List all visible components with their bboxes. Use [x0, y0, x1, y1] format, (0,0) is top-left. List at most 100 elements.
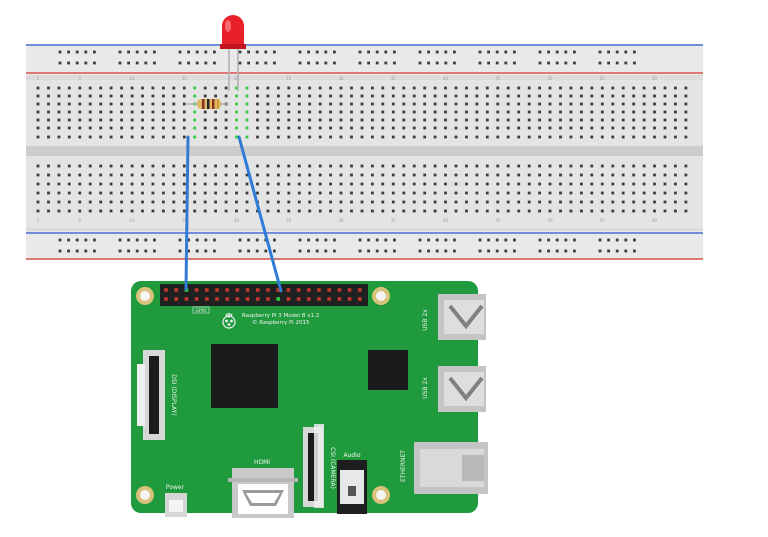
breadboard-hole [506, 209, 510, 213]
breadboard-column-number: 45 [495, 218, 501, 223]
breadboard-hole [615, 61, 619, 65]
breadboard-hole [607, 238, 610, 242]
breadboard-hole [371, 94, 374, 98]
breadboard-hole [621, 94, 625, 98]
breadboard-hole [600, 110, 604, 114]
breadboard-hole [36, 110, 40, 114]
breadboard-hole [109, 173, 113, 177]
breadboard-hole [454, 86, 458, 90]
breadboard-hole [172, 191, 176, 195]
breadboard-hole [375, 61, 379, 65]
breadboard-hole [255, 61, 259, 65]
breadboard-hole [504, 61, 508, 65]
audio-label: Audio [343, 452, 360, 459]
breadboard-hole [433, 110, 437, 114]
breadboard-hole [245, 200, 249, 204]
breadboard-hole [67, 173, 71, 177]
mounting-hole-icon [372, 287, 390, 305]
hdmi-port [228, 468, 298, 518]
breadboard-hole [277, 182, 280, 186]
breadboard-hole [590, 164, 594, 168]
breadboard-hole [36, 126, 40, 130]
breadboard-hole [78, 164, 82, 168]
breadboard-hole [203, 94, 207, 98]
breadboard-hole [653, 110, 656, 114]
breadboard-hole [78, 135, 82, 139]
breadboard-hole [195, 238, 199, 242]
breadboard-hole [182, 94, 186, 98]
usb-label-1: USB 2x [422, 309, 429, 331]
breadboard-hole [162, 164, 165, 168]
breadboard-hole [120, 135, 123, 139]
gpio-pin [358, 297, 362, 301]
breadboard-hole [548, 209, 552, 213]
gpio-pin [174, 297, 178, 301]
breadboard-hole [193, 182, 197, 186]
breadboard-hole [642, 209, 646, 213]
breadboard-hole [444, 126, 447, 130]
breadboard-hole [67, 200, 71, 204]
gpio-pin [266, 288, 270, 292]
breadboard-hole [214, 173, 217, 177]
breadboard-hole [67, 249, 70, 253]
breadboard-hole [653, 164, 656, 168]
breadboard-hole [339, 200, 343, 204]
breadboard-hole [195, 249, 199, 253]
breadboard-hole [485, 110, 489, 114]
breadboard-hole [109, 135, 113, 139]
breadboard-hole [193, 135, 197, 139]
breadboard-hole [187, 238, 190, 242]
breadboard-hole [266, 209, 270, 213]
breadboard-hole [238, 249, 242, 253]
breadboard-hole [538, 182, 541, 186]
breadboard-hole [235, 173, 238, 177]
breadboard-hole [182, 118, 186, 122]
breadboard-hole [674, 102, 677, 106]
breadboard-hole [135, 61, 139, 65]
breadboard-hole [538, 86, 541, 90]
breadboard-hole [109, 200, 113, 204]
breadboard-hole [287, 164, 291, 168]
breadboard-hole [130, 135, 134, 139]
breadboard-hole [182, 173, 186, 177]
breadboard-hole [485, 94, 489, 98]
gpio-pin [256, 297, 260, 301]
breadboard-hole [412, 209, 416, 213]
breadboard-hole [144, 238, 148, 242]
gpio-pin [337, 297, 342, 301]
breadboard-hole [213, 61, 216, 65]
breadboard-hole [266, 173, 270, 177]
breadboard-hole [454, 200, 458, 204]
breadboard-hole [324, 238, 328, 242]
breadboard-hole [256, 94, 259, 98]
breadboard-hole [67, 50, 70, 54]
breadboard-hole [517, 182, 521, 186]
breadboard-hole [569, 164, 573, 168]
breadboard-hole [454, 135, 458, 139]
breadboard-hole [590, 126, 594, 130]
breadboard-hole [245, 102, 249, 106]
breadboard-hole [569, 86, 573, 90]
breadboard-hole [475, 164, 479, 168]
breadboard-hole [118, 61, 122, 65]
breadboard-hole [573, 50, 576, 54]
breadboard-hole [358, 249, 362, 253]
breadboard-hole [653, 102, 656, 106]
breadboard-hole [632, 209, 636, 213]
breadboard-hole [350, 86, 353, 90]
breadboard-hole [214, 94, 217, 98]
breadboard-hole [109, 191, 113, 195]
breadboard-hole [47, 200, 50, 204]
gpio-pin [225, 297, 229, 301]
breadboard-hole [454, 164, 458, 168]
breadboard-hole [590, 209, 594, 213]
breadboard-hole [182, 135, 186, 139]
breadboard-hole [350, 94, 353, 98]
breadboard-hole [485, 182, 489, 186]
breadboard-hole [621, 118, 625, 122]
breadboard-column-number: 50 [547, 76, 553, 81]
breadboard-hole [193, 164, 197, 168]
breadboard-hole [423, 173, 427, 177]
breadboard-hole [264, 249, 268, 253]
breadboard-hole [611, 182, 615, 186]
